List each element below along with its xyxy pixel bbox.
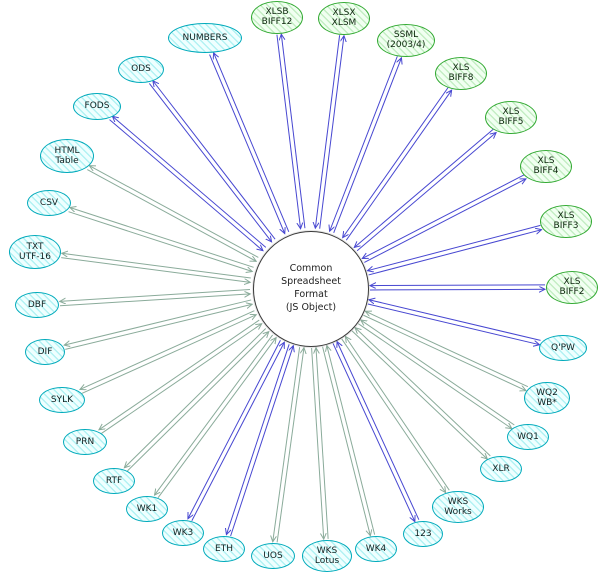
node-xls-biff5: XLS BIFF5: [485, 100, 537, 134]
edge-q-pw: [367, 300, 541, 345]
edge-dbf: [60, 289, 251, 307]
edge-wk4: [322, 346, 376, 536]
node-xlr: XLR: [480, 456, 522, 482]
edge-eth: [226, 344, 293, 537]
edge-xlsx-xlsm: [315, 35, 344, 229]
edge-txt-utf-16: [61, 253, 251, 282]
edge-xls-biff3: [367, 224, 541, 276]
node-wq1: WQ1: [507, 424, 549, 450]
node-sylk: SYLK: [39, 387, 85, 413]
node-eth: ETH: [203, 536, 245, 562]
node-dbf: DBF: [15, 292, 59, 318]
edge-xlsb-biff12: [276, 34, 306, 229]
node-wks-lotus: WKS Lotus: [302, 540, 352, 572]
node-xls-biff2: XLS BIFF2: [546, 270, 598, 304]
node-wk3: WK3: [162, 520, 204, 546]
edge-ods: [148, 81, 276, 242]
node-txt-utf-16: TXT UTF-16: [9, 235, 61, 269]
edge-ssml-2003-4: [330, 56, 402, 234]
edge-xls-biff5: [354, 128, 496, 252]
edge-wk3: [188, 340, 284, 521]
node-xls-biff3: XLS BIFF3: [540, 204, 592, 238]
edge-xlr: [351, 328, 491, 459]
edge-xls-biff4: [362, 174, 526, 263]
node-rtf: RTF: [93, 468, 135, 494]
edge-csv: [68, 207, 254, 271]
edge-xls-biff8: [343, 87, 452, 241]
node-numbers: NUMBERS: [168, 23, 242, 53]
node-wk4: WK4: [355, 536, 397, 562]
edge-numbers: [209, 53, 290, 234]
edge-html-table: [87, 166, 259, 262]
node-ssml-2003-4: SSML (2003/4): [377, 23, 435, 57]
edge-wq1: [358, 320, 515, 429]
node-q-pw: Q'PW: [539, 335, 587, 361]
center-node-common-spreadsheet-format: Common Spreadsheet Format (JS Object): [253, 231, 369, 347]
node-wq2-wb: WQ2 WB*: [524, 382, 570, 414]
edge-sylk: [80, 310, 256, 394]
node-uos: UOS: [251, 543, 295, 569]
node-xls-biff4: XLS BIFF4: [520, 149, 572, 183]
node-wks-works: WKS Works: [432, 491, 484, 523]
edge-123: [332, 342, 420, 522]
node-dif: DIF: [25, 339, 65, 365]
edge-fods: [109, 116, 267, 250]
edge-rtf: [124, 328, 268, 472]
node-123: 123: [403, 521, 443, 547]
node-csv: CSV: [27, 190, 71, 216]
edge-dif: [64, 299, 252, 350]
edge-wq2-wb: [363, 311, 529, 390]
node-xlsx-xlsm: XLSX XLSM: [318, 1, 370, 35]
node-ods: ODS: [118, 55, 164, 83]
edge-wks-lotus: [311, 348, 329, 539]
edge-wks-works: [341, 336, 450, 492]
node-html-table: HTML Table: [40, 139, 94, 173]
node-xls-biff8: XLS BIFF8: [435, 56, 487, 90]
node-wk1: WK1: [126, 496, 168, 522]
node-fods: FODS: [73, 92, 121, 120]
edge-prn: [99, 319, 262, 434]
node-xlsb-biff12: XLSB BIFF12: [251, 0, 303, 34]
edge-uos: [273, 347, 304, 542]
edge-wk1: [155, 334, 277, 498]
edge-xls-biff2: [370, 285, 545, 290]
node-prn: PRN: [63, 429, 107, 455]
